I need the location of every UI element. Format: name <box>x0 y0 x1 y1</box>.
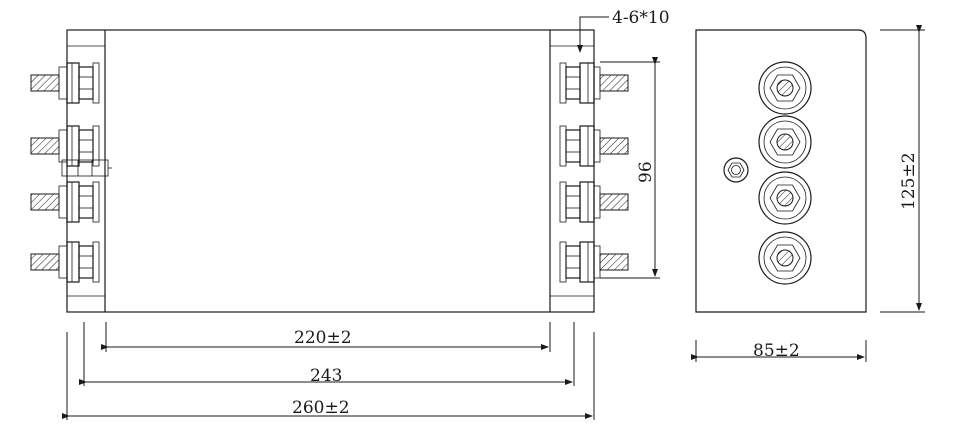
side-terminals <box>758 61 812 285</box>
right-terminal-4 <box>559 241 629 283</box>
left-terminal-4 <box>30 241 100 283</box>
mount-length-label: 243 <box>310 366 342 386</box>
inner-length-label: 220±2 <box>294 328 352 348</box>
left-terminals <box>30 62 100 283</box>
terminal-spacing-label: 96 <box>636 161 656 183</box>
side-terminal-3 <box>758 171 812 225</box>
width-label: 85±2 <box>753 341 800 361</box>
overall-length-label: 260±2 <box>292 398 350 418</box>
ground-stud-icon <box>723 157 749 183</box>
left-terminal-3 <box>30 181 100 223</box>
outer-housing <box>66 29 595 313</box>
height-dimension: 125±2 <box>880 25 925 313</box>
left-terminal-2 <box>30 125 100 167</box>
right-terminals <box>559 62 629 283</box>
inner-length-dimension: 220±2 <box>101 322 551 352</box>
hole-spec-callout: 4-6*10 <box>577 8 670 53</box>
left-terminal-1 <box>30 62 100 104</box>
side-terminal-1 <box>758 61 812 115</box>
terminal-spacing-dimension: 96 <box>600 57 660 279</box>
front-view <box>30 29 629 313</box>
right-terminal-1 <box>559 62 629 104</box>
side-housing <box>695 29 867 313</box>
height-label: 125±2 <box>899 152 919 210</box>
side-terminal-4 <box>758 231 812 285</box>
width-dimension: 85±2 <box>691 340 867 362</box>
mount-length-dimension: 243 <box>79 322 575 386</box>
right-terminal-2 <box>559 125 629 167</box>
overall-length-dimension: 260±2 <box>62 332 595 420</box>
ground-screw-icon <box>61 159 112 177</box>
side-terminal-2 <box>758 115 812 169</box>
side-view <box>695 29 867 313</box>
hole-spec-label: 4-6*10 <box>612 8 670 28</box>
right-terminal-3 <box>559 181 629 223</box>
